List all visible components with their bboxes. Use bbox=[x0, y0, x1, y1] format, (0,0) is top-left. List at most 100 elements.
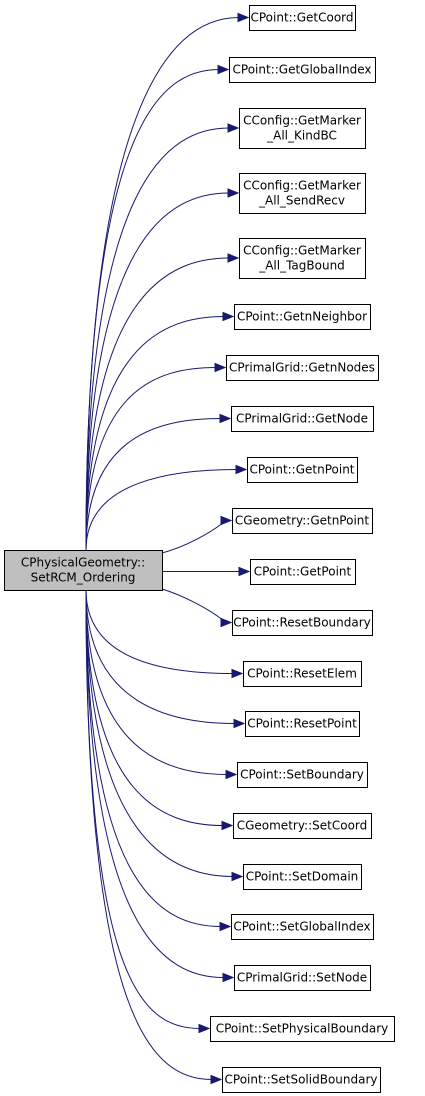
node-cpoint-setphysicalboundary-box[interactable] bbox=[210, 1016, 395, 1042]
node-cconfig-getmarker-all-tagbound-edge bbox=[85, 257, 230, 551]
node-cpoint-getnpoint[interactable]: CPoint::GetnPoint bbox=[247, 457, 358, 483]
node-cprimalgrid-getnode-label-line-1: CPrimalGrid::GetNode bbox=[236, 412, 368, 426]
node-cprimalgrid-getnnodes-arrowhead bbox=[214, 362, 227, 373]
node-cpoint-setdomain-arrowhead bbox=[231, 871, 244, 882]
node-cconfig-getmarker-all-kindbc-edge bbox=[85, 127, 230, 551]
node-cconfig-getmarker-all-kindbc-arrowhead bbox=[227, 123, 240, 133]
node-cgeometry-setcoord-label-line-1: CGeometry::SetCoord bbox=[237, 819, 368, 833]
node-cpoint-getnneighbor-label-line-1: CPoint::GetnNeighbor bbox=[237, 310, 367, 324]
node-cpoint-setsolidboundary-label-line-1: CPoint::SetSolidBoundary bbox=[225, 1073, 378, 1087]
node-cpoint-setdomain-box[interactable] bbox=[243, 864, 362, 890]
node-cpoint-getglobalindex-box[interactable] bbox=[229, 57, 376, 83]
node-cpoint-getnpoint-box[interactable] bbox=[247, 457, 358, 483]
node-cconfig-getmarker-all-sendrecv-box[interactable] bbox=[239, 173, 366, 214]
node-cpoint-setdomain[interactable]: CPoint::SetDomain bbox=[243, 864, 362, 890]
node-cpoint-getglobalindex-label-line-1: CPoint::GetGlobalIndex bbox=[233, 63, 372, 77]
node-cconfig-getmarker-all-tagbound-label-line-2: _All_TagBound bbox=[258, 259, 345, 273]
node-cpoint-getnpoint-label-line-1: CPoint::GetnPoint bbox=[249, 463, 354, 477]
node-cpoint-getnneighbor[interactable]: CPoint::GetnNeighbor bbox=[234, 304, 371, 330]
node-cconfig-getmarker-all-sendrecv-arrowhead bbox=[227, 188, 240, 198]
node-cpoint-getnpoint-arrowhead bbox=[235, 464, 248, 475]
node-source-cphysicalgeometry-setrcm-ordering-box[interactable] bbox=[4, 550, 163, 591]
node-cpoint-setsolidboundary[interactable]: CPoint::SetSolidBoundary bbox=[222, 1067, 381, 1093]
node-cprimalgrid-getnode-edge bbox=[85, 418, 222, 551]
node-cprimalgrid-getnode-box[interactable] bbox=[231, 406, 374, 432]
node-cpoint-resetelem-arrowhead bbox=[231, 668, 244, 679]
node-cgeometry-getnpoint-arrowhead bbox=[220, 515, 233, 526]
node-cconfig-getmarker-all-sendrecv-label-line-2: _All_SendRecv bbox=[258, 194, 345, 208]
node-cpoint-resetelem-box[interactable] bbox=[243, 661, 362, 687]
node-cgeometry-setcoord-edge bbox=[85, 589, 224, 826]
node-cpoint-resetboundary-arrowhead bbox=[220, 617, 233, 628]
node-cconfig-getmarker-all-tagbound-arrowhead bbox=[227, 253, 240, 263]
node-cconfig-getmarker-all-kindbc-box[interactable] bbox=[239, 108, 366, 149]
node-cpoint-resetpoint-arrowhead bbox=[233, 718, 246, 729]
node-cgeometry-getnpoint-box[interactable] bbox=[232, 508, 373, 534]
node-cprimalgrid-getnode-arrowhead bbox=[219, 413, 232, 424]
node-cpoint-setglobalindex-box[interactable] bbox=[231, 914, 374, 940]
node-cprimalgrid-getnnodes[interactable]: CPrimalGrid::GetnNodes bbox=[226, 355, 379, 381]
node-cgeometry-setcoord-box[interactable] bbox=[233, 813, 372, 839]
node-cgeometry-getnpoint-label-line-1: CGeometry::GetnPoint bbox=[235, 514, 370, 528]
node-source-cphysicalgeometry-setrcm-ordering[interactable]: CPhysicalGeometry::SetRCM_Ordering bbox=[4, 550, 163, 591]
node-source-cphysicalgeometry-setrcm-ordering-label-line-1: CPhysicalGeometry:: bbox=[21, 556, 145, 570]
node-cpoint-setsolidboundary-box[interactable] bbox=[222, 1067, 381, 1093]
node-cpoint-resetpoint-box[interactable] bbox=[245, 711, 360, 737]
node-cgeometry-getnpoint[interactable]: CGeometry::GetnPoint bbox=[232, 508, 373, 534]
node-cprimalgrid-setnode-label-line-1: CPrimalGrid::SetNode bbox=[237, 971, 367, 985]
node-cpoint-setsolidboundary-edge bbox=[85, 589, 213, 1080]
node-cpoint-resetboundary[interactable]: CPoint::ResetBoundary bbox=[232, 610, 373, 636]
node-cconfig-getmarker-all-tagbound[interactable]: CConfig::GetMarker_All_TagBound bbox=[239, 238, 366, 279]
node-cprimalgrid-setnode-box[interactable] bbox=[234, 965, 371, 991]
node-cpoint-setphysicalboundary[interactable]: CPoint::SetPhysicalBoundary bbox=[210, 1016, 395, 1042]
node-cpoint-getglobalindex[interactable]: CPoint::GetGlobalIndex bbox=[229, 57, 376, 83]
node-cprimalgrid-getnode[interactable]: CPrimalGrid::GetNode bbox=[231, 406, 374, 432]
node-cpoint-setglobalindex[interactable]: CPoint::SetGlobalIndex bbox=[231, 914, 374, 940]
node-cgeometry-getnpoint-edge bbox=[161, 523, 223, 554]
node-cgeometry-setcoord-arrowhead bbox=[221, 820, 234, 831]
node-cpoint-resetboundary-label-line-1: CPoint::ResetBoundary bbox=[233, 616, 371, 630]
node-cpoint-resetelem[interactable]: CPoint::ResetElem bbox=[243, 661, 362, 687]
node-cconfig-getmarker-all-kindbc[interactable]: CConfig::GetMarker_All_KindBC bbox=[239, 108, 366, 149]
node-cpoint-getpoint-box[interactable] bbox=[250, 559, 356, 585]
node-cprimalgrid-getnnodes-label-line-1: CPrimalGrid::GetnNodes bbox=[229, 361, 375, 375]
node-cpoint-resetpoint-label-line-1: CPoint::ResetPoint bbox=[247, 717, 357, 731]
node-cpoint-getcoord-label-line-1: CPoint::GetCoord bbox=[250, 11, 353, 25]
node-cpoint-setdomain-edge bbox=[85, 589, 234, 877]
node-cpoint-getpoint[interactable]: CPoint::GetPoint bbox=[250, 559, 356, 585]
node-cconfig-getmarker-all-kindbc-label-line-1: CConfig::GetMarker bbox=[243, 114, 361, 128]
node-cpoint-setphysicalboundary-label-line-1: CPoint::SetPhysicalBoundary bbox=[216, 1022, 389, 1036]
node-cpoint-resetelem-label-line-1: CPoint::ResetElem bbox=[247, 667, 357, 681]
node-cpoint-getpoint-label-line-1: CPoint::GetPoint bbox=[254, 565, 352, 579]
node-cpoint-setboundary-label-line-1: CPoint::SetBoundary bbox=[240, 768, 364, 782]
node-cpoint-resetpoint[interactable]: CPoint::ResetPoint bbox=[245, 711, 360, 737]
node-cpoint-getcoord[interactable]: CPoint::GetCoord bbox=[249, 5, 356, 31]
node-cpoint-setglobalindex-edge bbox=[85, 589, 222, 927]
node-cpoint-resetboundary-box[interactable] bbox=[232, 610, 373, 636]
node-cconfig-getmarker-all-tagbound-label-line-1: CConfig::GetMarker bbox=[243, 244, 361, 258]
node-cpoint-setdomain-label-line-1: CPoint::SetDomain bbox=[246, 870, 359, 884]
node-cpoint-getcoord-arrowhead bbox=[237, 12, 250, 23]
node-cconfig-getmarker-all-sendrecv-edge bbox=[85, 192, 230, 551]
call-nodes: CPoint::GetCoordCPoint::GetGlobalIndexCC… bbox=[4, 5, 395, 1093]
node-cpoint-setphysicalboundary-edge bbox=[85, 589, 201, 1029]
node-cprimalgrid-getnnodes-box[interactable] bbox=[226, 355, 379, 381]
node-cpoint-resetboundary-edge bbox=[161, 588, 223, 620]
node-source-cphysicalgeometry-setrcm-ordering-label-line-2: SetRCM_Ordering bbox=[31, 571, 136, 585]
node-cpoint-resetpoint-edge bbox=[85, 589, 236, 724]
node-cpoint-getnneighbor-box[interactable] bbox=[234, 304, 371, 330]
node-cpoint-getpoint-arrowhead bbox=[238, 566, 251, 577]
node-cgeometry-setcoord[interactable]: CGeometry::SetCoord bbox=[233, 813, 372, 839]
node-cpoint-setboundary-edge bbox=[85, 589, 228, 775]
node-cpoint-getcoord-box[interactable] bbox=[249, 5, 356, 31]
node-cprimalgrid-getnnodes-edge bbox=[85, 367, 217, 551]
node-cprimalgrid-setnode[interactable]: CPrimalGrid::SetNode bbox=[234, 965, 371, 991]
node-cconfig-getmarker-all-sendrecv[interactable]: CConfig::GetMarker_All_SendRecv bbox=[239, 173, 366, 214]
node-cpoint-setglobalindex-label-line-1: CPoint::SetGlobalIndex bbox=[233, 920, 370, 934]
node-cpoint-setboundary[interactable]: CPoint::SetBoundary bbox=[237, 762, 368, 788]
node-cpoint-getnneighbor-arrowhead bbox=[222, 311, 235, 322]
node-cconfig-getmarker-all-tagbound-box[interactable] bbox=[239, 238, 366, 279]
node-cprimalgrid-setnode-arrowhead bbox=[222, 972, 235, 983]
node-cpoint-setboundary-box[interactable] bbox=[237, 762, 368, 788]
